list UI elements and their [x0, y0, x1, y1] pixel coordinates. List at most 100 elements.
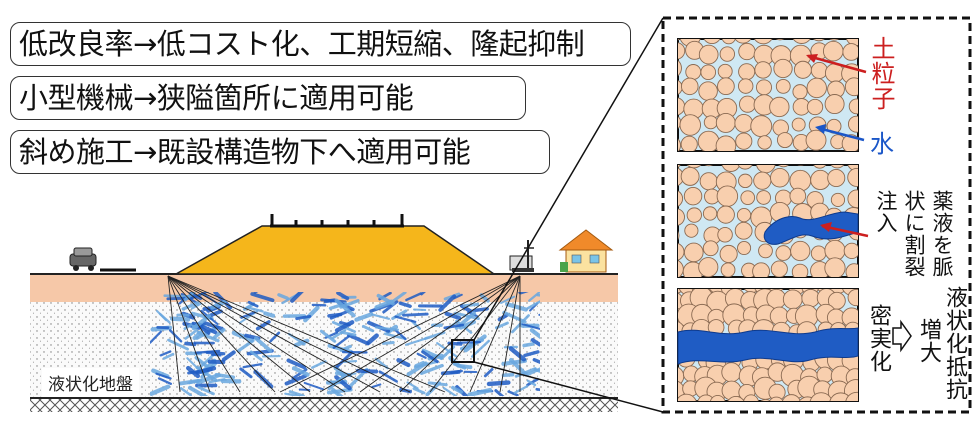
- grout-vein: [192, 330, 203, 340]
- soil-particle: [704, 165, 714, 167]
- grout-vein: [444, 311, 462, 321]
- grout-vein: [442, 387, 458, 396]
- soil-particle: [782, 289, 803, 310]
- grout-vein: [277, 293, 289, 300]
- soil-particle: [743, 394, 759, 401]
- grout-vein: [320, 298, 347, 304]
- soil-particle: [702, 206, 718, 221]
- grout-vein: [242, 363, 263, 369]
- grout-vein: [263, 311, 276, 318]
- soil-particle: [678, 230, 680, 241]
- grout-vein: [295, 314, 312, 321]
- soil-particle: [793, 60, 812, 79]
- soil-particle: [806, 77, 827, 99]
- grout-vein: [421, 348, 443, 360]
- grout-vein: [290, 292, 304, 303]
- soil-particle: [703, 39, 721, 45]
- grout-vein: [221, 350, 236, 362]
- grout-vein: [378, 370, 398, 383]
- soil-particle: [750, 115, 773, 138]
- water-arrowhead: [815, 124, 826, 134]
- grout-vein: [159, 350, 172, 357]
- soil-particle: [737, 165, 753, 170]
- soil-particle: [816, 366, 834, 384]
- grout-vein: [284, 392, 304, 396]
- soil-particle: [791, 117, 806, 132]
- soil-particle: [680, 166, 700, 186]
- soil-particle: [721, 39, 736, 45]
- grout-vein: [183, 322, 195, 331]
- grout-vein: [402, 312, 429, 317]
- grout-vein: [366, 333, 379, 345]
- soil-particle: [727, 395, 745, 401]
- soil-particle: [734, 39, 752, 44]
- injection-line: [167, 275, 381, 393]
- injection-line: [469, 275, 521, 393]
- soil-arrowhead: [806, 54, 818, 63]
- grout-vein: [168, 329, 183, 343]
- grout-vein: [419, 363, 444, 376]
- soil-particle: [678, 165, 681, 169]
- soil-particle: [678, 60, 682, 77]
- grout-vein: [162, 352, 175, 360]
- soil-particle: [810, 169, 831, 191]
- grout-vein: [326, 387, 353, 395]
- grout-vein: [269, 331, 281, 343]
- soil-particle: [789, 187, 807, 205]
- soil-particle: [756, 190, 771, 205]
- grout-vein: [526, 300, 540, 310]
- soil-particle: [717, 77, 735, 96]
- soil-particle: [678, 190, 684, 207]
- soil-particle: [844, 77, 858, 97]
- grout-vein: [361, 324, 375, 333]
- grout-vein: [184, 341, 197, 347]
- grout-vein: [150, 384, 171, 396]
- grout-vein: [371, 383, 382, 389]
- statement-small-machine: 小型機械→狭隘箇所に適用可能: [10, 76, 526, 120]
- grout-vein: [533, 368, 540, 373]
- soil-particle: [806, 98, 824, 116]
- grout-vein: [405, 292, 423, 302]
- particles-injection: [678, 165, 858, 277]
- soil-particle: [777, 165, 789, 168]
- grout-vein: [286, 358, 307, 370]
- soil-particle: [717, 63, 733, 79]
- grout-vein: [327, 312, 343, 318]
- grout-vein: [303, 381, 325, 391]
- grout-vein: [150, 330, 162, 344]
- soil-particle: [699, 172, 718, 191]
- injection-line: [279, 275, 521, 393]
- soil-particle: [829, 39, 839, 41]
- resistance-annotation: 液状化抵抗: [942, 286, 967, 401]
- soil-particle: [716, 205, 735, 224]
- grout-vein: [529, 328, 540, 340]
- soil-particle: [752, 262, 771, 277]
- soil-particle: [738, 42, 756, 61]
- grout-vein: [236, 339, 255, 353]
- soil-particle: [719, 244, 738, 264]
- grout-vein: [339, 330, 357, 337]
- soil-particle: [678, 39, 680, 41]
- grout-vein: [494, 389, 505, 396]
- grout-vein: [332, 335, 351, 349]
- increase-annotation: 増大: [916, 318, 941, 364]
- soil-particle: [760, 398, 772, 401]
- grout-vein: [334, 298, 356, 318]
- soil-particle: [843, 242, 858, 260]
- injection-line: [167, 275, 276, 393]
- grout-vein: [331, 388, 344, 396]
- soil-particle: [681, 77, 699, 96]
- grout-vein: [522, 342, 535, 348]
- hollow-arrow: [892, 319, 912, 353]
- soil-particle: [830, 192, 846, 208]
- grout-vein: [509, 357, 528, 377]
- water-legend: 水: [870, 130, 894, 158]
- grout-vein-injection: [763, 211, 859, 245]
- drilling-rig-icon: [509, 240, 534, 272]
- injection-line: [167, 275, 311, 393]
- grout-vein: [436, 342, 458, 358]
- soil-particle: [698, 257, 719, 277]
- grout-vein: [319, 329, 337, 343]
- soil-particle: [698, 44, 719, 65]
- grout-vein: [155, 372, 172, 380]
